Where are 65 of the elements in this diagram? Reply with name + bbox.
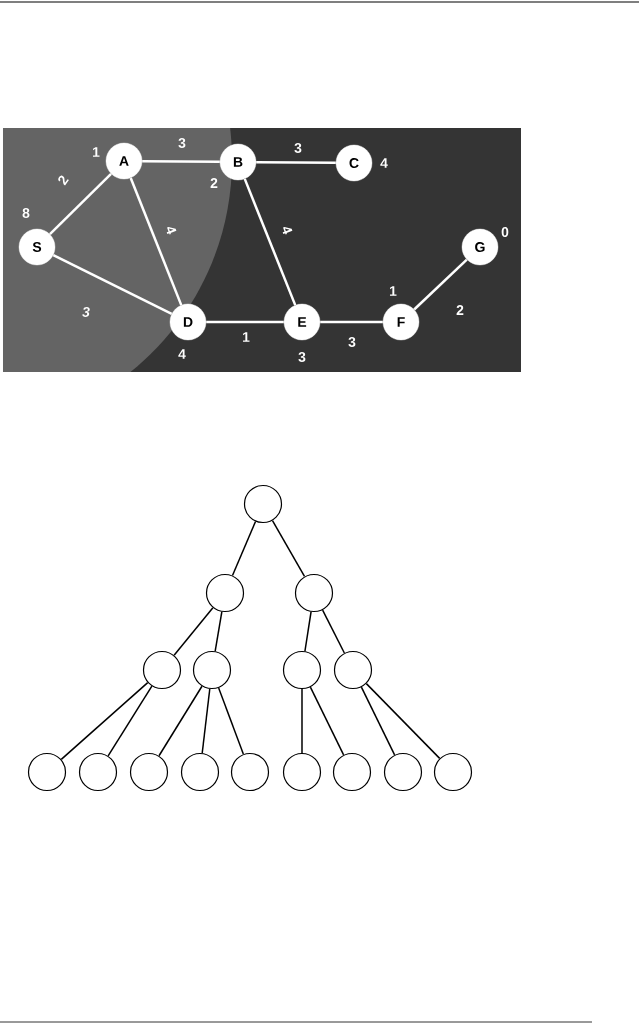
graph-edge bbox=[49, 172, 112, 236]
heuristic-value: 0 bbox=[501, 227, 509, 237]
heuristic-value: 2 bbox=[210, 178, 218, 188]
graph-node: C bbox=[335, 144, 373, 182]
heuristic-value: 1 bbox=[390, 286, 397, 296]
tree-node bbox=[433, 752, 473, 792]
graph-edge bbox=[52, 254, 173, 316]
tree-edge bbox=[201, 688, 211, 754]
heuristic-value: 4 bbox=[178, 349, 186, 359]
edge-label: 4 bbox=[282, 227, 293, 235]
graph-node: A bbox=[105, 142, 143, 180]
tree-node bbox=[78, 752, 118, 792]
tree-node bbox=[129, 752, 169, 792]
graph-node: F bbox=[382, 303, 420, 341]
graph-edge bbox=[320, 320, 383, 324]
graph-edge bbox=[413, 258, 468, 311]
tree-node bbox=[192, 650, 232, 690]
graph-edge bbox=[142, 159, 220, 164]
tree-edge bbox=[309, 686, 345, 756]
edge-label: 3 bbox=[178, 138, 186, 148]
tree-edge bbox=[107, 685, 153, 757]
tree-edge bbox=[158, 685, 203, 757]
tree-edge bbox=[301, 688, 303, 754]
graph-edge bbox=[256, 160, 336, 165]
graph-node: D bbox=[169, 303, 207, 341]
tree-edge bbox=[217, 687, 245, 755]
tree-edge bbox=[365, 682, 441, 760]
edge-label: 2 bbox=[456, 305, 464, 315]
tree-edge bbox=[360, 686, 396, 756]
edge-label: 4 bbox=[166, 227, 177, 235]
tree-edge bbox=[214, 611, 223, 652]
tree-node bbox=[230, 752, 270, 792]
tree-node bbox=[294, 573, 334, 613]
tree-edge bbox=[271, 519, 306, 578]
tree-edge bbox=[60, 681, 149, 761]
edge-label: 3 bbox=[294, 143, 302, 153]
tree-node bbox=[333, 650, 373, 690]
graph-edge bbox=[129, 177, 183, 306]
graph-node: E bbox=[283, 303, 321, 341]
graph-node: G bbox=[461, 228, 499, 266]
tree-node bbox=[243, 484, 283, 524]
tree-node bbox=[205, 573, 245, 613]
graph-node: S bbox=[18, 228, 56, 266]
tree-edge bbox=[173, 607, 214, 656]
tree-node bbox=[332, 752, 372, 792]
tree-edge bbox=[231, 520, 257, 577]
edge-label: 3 bbox=[348, 337, 356, 347]
tree-node bbox=[282, 752, 322, 792]
tree-node bbox=[27, 752, 67, 792]
graph-edge bbox=[206, 320, 284, 324]
tree-node bbox=[383, 752, 423, 792]
heuristic-value: 4 bbox=[380, 158, 388, 168]
tree-node bbox=[142, 650, 182, 690]
heuristic-value: 8 bbox=[22, 208, 30, 218]
tree-node bbox=[282, 650, 322, 690]
graph-edge bbox=[243, 178, 297, 306]
tree-node bbox=[180, 752, 220, 792]
edge-label: 1 bbox=[243, 332, 250, 342]
heuristic-value: 1 bbox=[93, 147, 100, 157]
tree-edge bbox=[304, 611, 312, 652]
graph-node: B bbox=[219, 143, 257, 181]
edge-label: 2 bbox=[58, 175, 69, 186]
heuristic-value: 3 bbox=[298, 352, 306, 362]
tree-edge bbox=[321, 609, 346, 654]
edge-label: 3 bbox=[82, 307, 90, 317]
